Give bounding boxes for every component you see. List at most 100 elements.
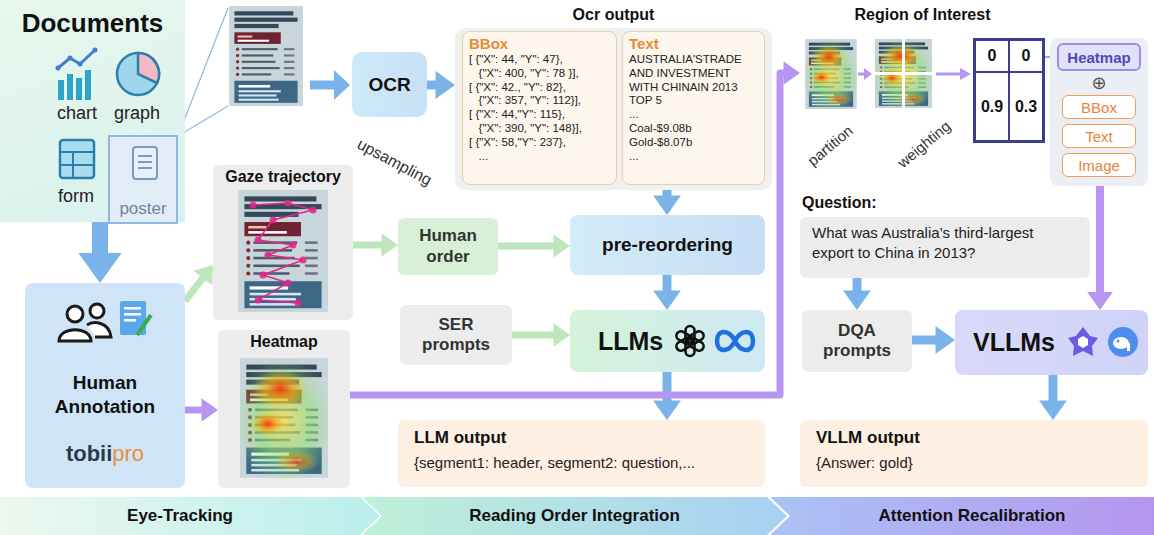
drawing-part [124, 313, 141, 316]
model-box: VLLMs [955, 310, 1148, 375]
process-box: OCR [352, 52, 427, 117]
feature-box: Text [1062, 124, 1136, 148]
drawing-part [260, 272, 267, 279]
drawing-part [285, 200, 292, 207]
weight-grid-text: 0.3 [1009, 72, 1043, 141]
feature-box-text: BBox [1081, 99, 1117, 116]
feature-box: BBox [1062, 95, 1136, 119]
arrow-head [936, 326, 956, 354]
drawing-part [78, 62, 83, 67]
drawing-part [675, 326, 705, 356]
arrow-head [554, 323, 571, 346]
drawing-part [362, 497, 787, 535]
drawing-part [90, 304, 104, 318]
text-list: TextAUSTRALIA'STRADEAND INVESTMENTWITH C… [622, 31, 765, 185]
drawing-part [67, 306, 83, 322]
flow-arrow [185, 265, 213, 301]
arrow-head [653, 196, 681, 216]
stage-band-text: Eye-Tracking [127, 506, 233, 526]
drawing-part [117, 53, 159, 95]
drawing-part [1078, 336, 1088, 348]
drawing-part [60, 140, 94, 178]
drawing-part [60, 164, 94, 166]
heatmap-panel: Heatmap [218, 330, 350, 488]
drawing-part [60, 151, 94, 153]
annotation-box-text: tobii [66, 441, 112, 467]
arrow-shaft [1049, 375, 1058, 402]
drawing-part [310, 81, 336, 90]
text-list-text: Text [629, 35, 758, 52]
stage-band: Attention Recalibration [770, 497, 1154, 535]
arrow-shaft [185, 277, 204, 301]
output-box-text: VLLM output [816, 428, 1132, 448]
drawing-part [76, 78, 82, 100]
bbox-list-text: {"X": 400, "Y": 78 }], [469, 67, 610, 81]
arrow-shaft [912, 336, 938, 345]
drawing-part [334, 70, 350, 100]
drawing-part [675, 330, 694, 346]
drawing-part [1117, 340, 1120, 343]
question-box-text: What was Australia’s third-largest expor… [800, 217, 1090, 278]
drawing-part [229, 6, 303, 106]
model-box-text: LLMs [598, 327, 765, 356]
drawing-part [253, 203, 313, 303]
drawing-part [72, 152, 74, 178]
flow-arrow [185, 398, 218, 421]
arrow-shaft [1096, 186, 1104, 294]
poster-tile: poster [108, 135, 178, 224]
feature-box-text: Image [1078, 157, 1120, 174]
flow-arrow [498, 234, 570, 257]
flow-arrow [653, 275, 681, 310]
arrow-head [382, 233, 399, 256]
text-list-text: ... [629, 150, 758, 164]
drawing-part [960, 68, 971, 80]
drawing-part [255, 297, 262, 304]
flow-arrow [512, 323, 570, 346]
drawing-part [270, 217, 277, 224]
process-box-text: pre-reordering [602, 234, 733, 256]
drawing-part [864, 68, 872, 80]
feature-box-text: Text [1085, 128, 1113, 145]
prompt-box: SER prompts [400, 305, 512, 365]
process-box-text: Human order [412, 226, 484, 267]
drawing-part [124, 307, 141, 310]
stage-band-text: Reading Order Integration [469, 506, 680, 526]
drawing-part [1127, 343, 1130, 351]
drawing-part [1108, 327, 1138, 357]
process-box-text: OCR [368, 74, 410, 96]
annotation-box: Human Annotationtobiipro [25, 283, 185, 488]
flow-arrow [427, 71, 455, 99]
drawing-part [178, 106, 228, 136]
arrow-head [653, 401, 681, 421]
stage-band: Reading Order Integration [362, 497, 787, 535]
text-list-text: Gold-$8.07b [629, 136, 758, 150]
annotation-box-text: Human Annotation [35, 371, 175, 419]
bbox-list-text: [ {"X": 58,"Y": 237}, [469, 136, 610, 150]
ocr-output-panel-text: Ocr output [573, 6, 655, 24]
drawing-part [138, 155, 152, 157]
drawing-part [137, 315, 151, 335]
text-list-text: AUSTRALIA'STRADE [629, 53, 758, 67]
feature-stack-text: ⊕ [1091, 74, 1106, 92]
drawing-part [300, 257, 307, 264]
output-box-text: LLM output [414, 428, 749, 448]
drawing-part [250, 200, 317, 307]
drawing-part [936, 73, 962, 76]
process-box: pre-reordering [570, 215, 765, 275]
output-box-text: {segment1: header, segment2: question,..… [414, 454, 749, 471]
arrow-shaft [92, 222, 108, 256]
drawing-part [255, 237, 262, 244]
icon-label: form [58, 186, 94, 207]
drawing-part [85, 70, 91, 100]
drawing-part [93, 48, 98, 53]
arrow-head [784, 61, 801, 84]
bbox-list-text: BBox [469, 35, 610, 52]
text-list-text: WITH CHINAIN 2013 [629, 81, 758, 95]
bbox-list-text: [ {"X": 44, "Y": 47}, [469, 53, 610, 67]
poster-tile-text: poster [119, 199, 166, 219]
bbox-list-text: {"X": 390, "Y": 148}], [469, 122, 610, 136]
drawing-part [1068, 327, 1098, 356]
feature-box: Image [1062, 153, 1136, 177]
drawing-part [59, 304, 111, 341]
step-label: partition [804, 122, 856, 169]
